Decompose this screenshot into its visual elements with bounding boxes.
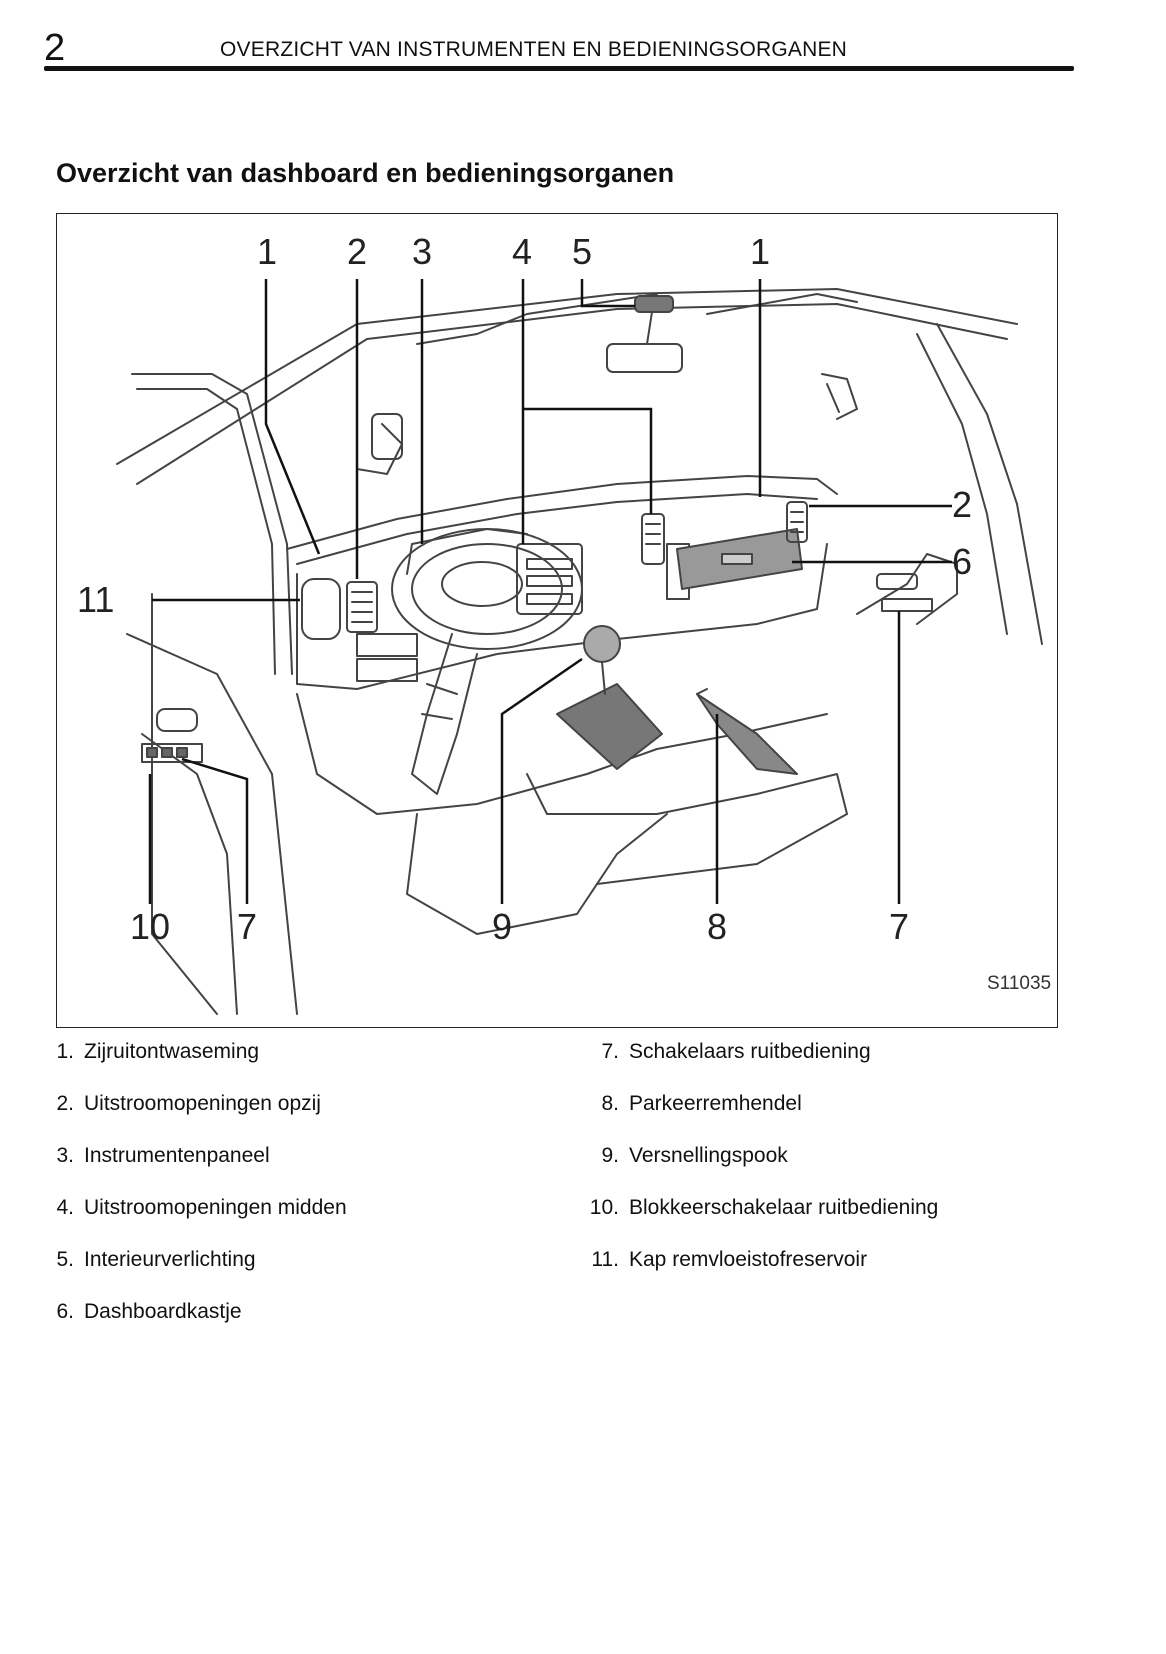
callout-2: 2 (347, 231, 367, 272)
legend-num: 5. (56, 1248, 74, 1271)
section-title: Overzicht van dashboard en bedieningsorg… (56, 158, 675, 188)
legend-item: 10. Blokkeerschakelaar ruitbediening (563, 1196, 939, 1220)
running-header: OVERZICHT VAN INSTRUMENTEN EN BEDIENINGS… (220, 38, 848, 61)
legend-num: 6. (56, 1300, 74, 1323)
legend-num: 7. (601, 1040, 619, 1063)
header-rule (44, 66, 1074, 71)
legend-item: 4. Uitstroomopeningen midden (50, 1196, 347, 1220)
callout-8: 8 (707, 906, 727, 947)
callout-7-right: 7 (889, 906, 909, 947)
legend-item: 6. Dashboardkastje (50, 1300, 242, 1324)
legend-label: Instrumentenpaneel (84, 1144, 270, 1167)
callout-6: 6 (952, 541, 972, 582)
legend-label: Zijruitontwaseming (84, 1040, 260, 1063)
legend-item: 8. Parkeerremhendel (563, 1092, 802, 1116)
legend-item: 5. Interieurverlichting (50, 1248, 256, 1272)
legend-item: 3. Instrumentenpaneel (50, 1144, 270, 1168)
callout-3: 3 (412, 231, 432, 272)
legend-num: 11. (591, 1248, 619, 1271)
legend-label: Kap remvloeistofreservoir (629, 1248, 868, 1271)
legend-num: 9. (601, 1144, 619, 1167)
legend-label: Schakelaars ruitbediening (629, 1040, 871, 1063)
callout-5: 5 (572, 231, 592, 272)
callout-10: 10 (130, 906, 170, 947)
legend-item: 7. Schakelaars ruitbediening (563, 1040, 871, 1064)
legend-num: 4. (56, 1196, 74, 1219)
legend-item: 9. Versnellingspook (563, 1144, 788, 1168)
dashboard-drawing: 1 2 3 4 5 1 2 6 11 10 7 9 8 7 S11035 (77, 231, 1051, 1015)
figure-code: S11035 (987, 973, 1051, 994)
legend-label: Dashboardkastje (84, 1300, 242, 1323)
callout-2-right: 2 (952, 484, 972, 525)
callout-9: 9 (492, 906, 512, 947)
callout-labels: 1 2 3 4 5 1 2 6 11 10 7 9 8 7 (77, 231, 972, 947)
legend-item: 2. Uitstroomopeningen opzij (50, 1092, 321, 1116)
legend-num: 8. (601, 1092, 619, 1115)
legend-label: Interieurverlichting (84, 1248, 256, 1271)
legend-item: 1. Zijruitontwaseming (50, 1040, 259, 1064)
callout-11: 11 (77, 579, 114, 620)
legend-num: 3. (56, 1144, 74, 1167)
callout-4: 4 (512, 231, 532, 272)
legend-num: 2. (56, 1092, 74, 1115)
page-number: 2 (44, 27, 66, 69)
callout-1-right: 1 (750, 231, 770, 272)
legend-label: Blokkeerschakelaar ruitbediening (629, 1196, 939, 1219)
callout-7-left: 7 (237, 906, 257, 947)
legend-label: Versnellingspook (629, 1144, 788, 1167)
dashboard-illustration: 1 2 3 4 5 1 2 6 11 10 7 9 8 7 S11035 (56, 213, 1058, 1028)
legend-label: Uitstroomopeningen opzij (84, 1092, 321, 1115)
legend-label: Parkeerremhendel (629, 1092, 802, 1115)
legend-label: Uitstroomopeningen midden (84, 1196, 347, 1219)
legend-num: 1. (56, 1040, 74, 1063)
callout-1: 1 (257, 231, 277, 272)
legend-item: 11. Kap remvloeistofreservoir (563, 1248, 867, 1272)
legend-num: 10. (589, 1196, 619, 1219)
